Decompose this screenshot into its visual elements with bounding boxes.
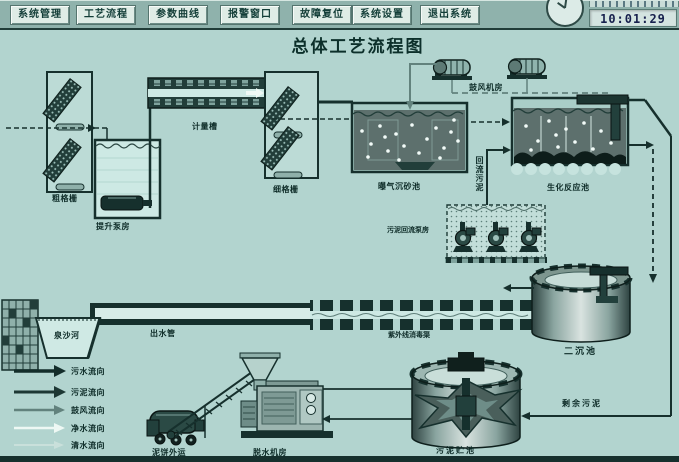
bio-reaction-tank [510, 94, 630, 175]
label-excess-sludge: 剩余污泥 [562, 399, 602, 408]
menu-button-parameter-curve[interactable]: 参数曲线 [148, 5, 208, 25]
label-sludge-return-pump-house: 污泥回流泵房 [387, 227, 429, 234]
coarse-screen-unit [42, 71, 93, 193]
effluent-right-pipes [628, 98, 673, 416]
label-fine-screen: 细格栅 [273, 185, 299, 194]
legend-label-filtered-water-flow: 清水流向 [71, 441, 105, 450]
blower-2 [506, 58, 548, 80]
secondary-clarifier [503, 263, 633, 343]
dewatering-machine [240, 380, 412, 438]
legend-arrow-clean-water [14, 423, 65, 433]
menu-button-process-flow[interactable]: 工艺流程 [76, 5, 136, 25]
bottom-frame-strip [0, 456, 679, 462]
label-measuring-flume: 计量槽 [192, 122, 218, 131]
fine-screen-unit [260, 71, 353, 179]
legend-arrow-sludge [14, 386, 66, 398]
label-coarse-screen: 粗格栅 [52, 194, 78, 203]
return-sludge-pipe [486, 146, 511, 205]
menu-button-alarm-window[interactable]: 报警窗口 [220, 5, 280, 25]
legend-label-sludge-flow: 污泥流向 [71, 388, 105, 397]
label-river: 泉沙河 [54, 331, 80, 340]
sludge-storage-tank [409, 352, 523, 449]
page-title: 总体工艺流程图 [291, 37, 425, 56]
time-display: 10:01:29 [589, 9, 677, 27]
legend-label-clean-water-flow: 净水流向 [71, 424, 105, 433]
label-sludge-cake-transport: 泥饼外运 [152, 448, 186, 457]
legend-label-air-flow: 鼓风流向 [71, 406, 105, 415]
label-sludge-storage-tank: 污泥贮池 [436, 446, 476, 455]
menu-button-exit-system[interactable]: 退出系统 [420, 5, 480, 25]
sludge-truck [146, 410, 205, 446]
label-return-sludge: 回流污泥 [475, 156, 484, 192]
label-outlet-pipe: 出水管 [150, 329, 176, 338]
lift-pump-tank [93, 99, 162, 220]
sludge-return-pump-house [445, 204, 547, 263]
legend-arrows [14, 365, 66, 449]
outlet-pipe [82, 303, 310, 354]
label-lift-pump-house: 提升泵房 [96, 222, 130, 231]
river-basin [34, 317, 102, 359]
measuring-flume-channel [147, 77, 268, 109]
legend-arrow-air [14, 405, 65, 415]
date-display-clipped [589, 1, 679, 7]
aerated-grit-tank [350, 101, 469, 174]
menu-button-system-management[interactable]: 系统管理 [10, 5, 70, 25]
uv-channel [310, 300, 533, 330]
outfall-grid [1, 299, 39, 371]
label-bio-reaction-tank: 生化反应池 [547, 183, 590, 192]
legend-label-sewage-flow: 污水流向 [71, 367, 105, 376]
air-pipes [406, 63, 610, 110]
cake-conveyor [166, 371, 259, 440]
label-dewatering-room: 脱水机房 [253, 448, 287, 457]
label-secondary-clarifier: 二沉池 [564, 346, 598, 356]
excess-sludge-line [521, 412, 671, 420]
label-aerated-grit-tank: 曝气沉砂池 [378, 182, 421, 191]
menu-bar: 系统管理 工艺流程 参数曲线 报警窗口 故障复位 系统设置 退出系统 10:01… [0, 0, 679, 30]
clock-icon [546, 0, 584, 27]
label-uv-disinfection-channel: 紫外线消毒渠 [388, 332, 430, 339]
menu-button-system-settings[interactable]: 系统设置 [352, 5, 412, 25]
legend-arrow-filtered-water [14, 441, 64, 449]
hopper [239, 352, 281, 391]
legend-arrow-sewage [14, 365, 66, 377]
label-blower-room: 鼓风机房 [469, 83, 503, 92]
blower-1 [431, 59, 473, 81]
menu-button-fault-reset[interactable]: 故障复位 [292, 5, 352, 25]
